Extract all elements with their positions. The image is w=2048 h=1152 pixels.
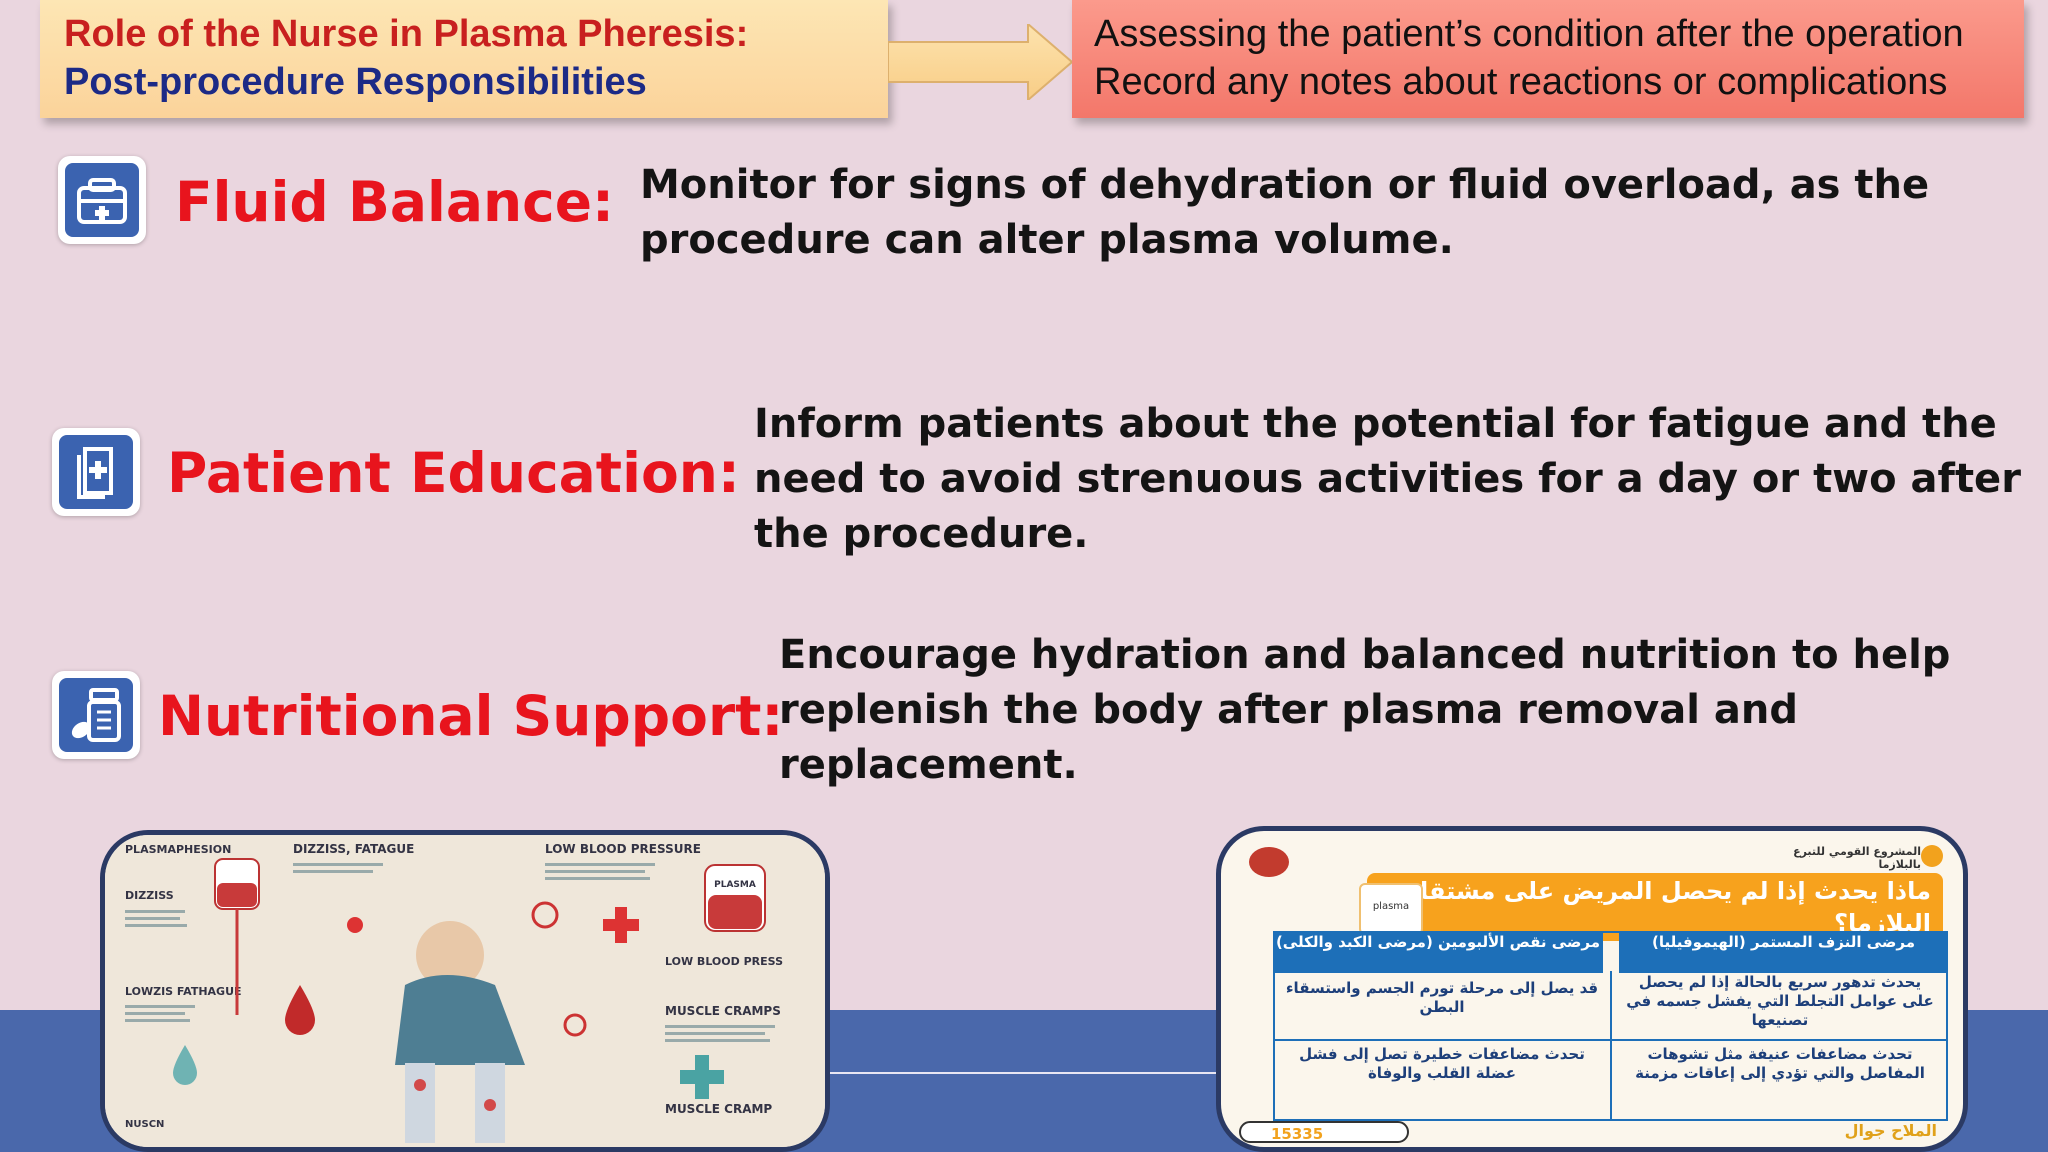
poster-header: المشروع القومي للتبرع بالبلازما	[1793, 845, 1921, 871]
poster-column-1-title: مرضى النزف المستمر (الهيموفيليا)	[1619, 931, 1948, 973]
slide-subtitle: Post-procedure Responsibilities	[64, 61, 647, 103]
section-description-fluid-balance: Monitor for signs of dehydration or flui…	[640, 162, 1930, 263]
assessment-text-2: Record any notes about reactions or comp…	[1094, 61, 1948, 103]
poster-column-2-title: مرضى نقص الألبومين (مرضى الكبد والكلى)	[1273, 931, 1603, 973]
hotline-badge: 15335	[1239, 1121, 1409, 1143]
section-icon-tile	[58, 156, 146, 244]
infographic-label: LOW BLOOD PRESSURE	[545, 842, 701, 856]
poster-footer: الملاح جوال	[1844, 1121, 1937, 1140]
infographic-illustration: PLASMAPHESION DIZZISS, FATAGUE LOW BLOOD…	[105, 835, 825, 1147]
assessment-text-1: Assessing the patient’s condition after …	[1094, 13, 1964, 55]
section-icon-tile	[52, 428, 140, 516]
infographic-label: MUSCLE CRAMP	[665, 1102, 772, 1116]
section-label-patient-education: Patient Education:	[167, 441, 740, 505]
infographic-label: DIZZISS	[125, 889, 174, 902]
poster-cell: قد يصل إلى مرحلة تورم الجسم واستسقاء الب…	[1285, 979, 1599, 1016]
section-description-patient-education: Inform patients about the potential for …	[754, 401, 2021, 557]
project-logo-icon	[1921, 845, 1943, 867]
poster-cell: يحدث تدهور سريع بالحالة إذا لم يحصل على …	[1626, 973, 1934, 1029]
infographic-label: PLASMA	[714, 880, 756, 890]
section-description-nutritional-support: Encourage hydration and balanced nutriti…	[779, 632, 1951, 788]
infographic-label: PLASMAPHESION	[125, 843, 231, 856]
slide-title: Role of the Nurse in Plasma Pheresis:	[64, 13, 749, 55]
table-divider	[1610, 971, 1612, 1121]
title-box: Role of the Nurse in Plasma Pheresis: Po…	[40, 0, 888, 118]
first-aid-kit-icon	[65, 163, 139, 237]
ministry-logo-icon	[1249, 847, 1289, 877]
infographic-label: NUSCN	[125, 1119, 164, 1130]
infographic-label: MUSCLE CRAMPS	[665, 1004, 781, 1018]
section-icon-tile	[52, 671, 140, 759]
section-label-fluid-balance: Fluid Balance:	[175, 170, 615, 234]
connector-line	[825, 1072, 1217, 1074]
plasma-bag-badge: plasma	[1359, 883, 1423, 935]
medical-record-icon	[59, 435, 133, 509]
infographic-label: LOWZIS FATHAGUE	[125, 985, 242, 998]
infographic-label: DIZZISS, FATAGUE	[293, 842, 414, 856]
poster-cell: تحدث مضاعفات عنيفة مثل تشوهات المفاصل وا…	[1635, 1045, 1925, 1082]
table-divider	[1273, 1039, 1948, 1041]
assessment-box: Assessing the patient’s condition after …	[1072, 0, 2024, 118]
poster-cell: تحدث مضاعفات خطيرة تصل إلى فشل عضلة القل…	[1299, 1045, 1585, 1082]
right-arrow-icon	[888, 24, 1072, 100]
plasmapheresis-infographic-image: PLASMAPHESION DIZZISS, FATAGUE LOW BLOOD…	[100, 830, 830, 1152]
section-label-nutritional-support: Nutritional Support:	[158, 684, 784, 748]
infographic-label: LOW BLOOD PRESS	[665, 955, 783, 968]
plasma-awareness-poster-image: المشروع القومي للتبرع بالبلازما ماذا يحد…	[1216, 826, 1968, 1152]
medication-icon	[59, 678, 133, 752]
